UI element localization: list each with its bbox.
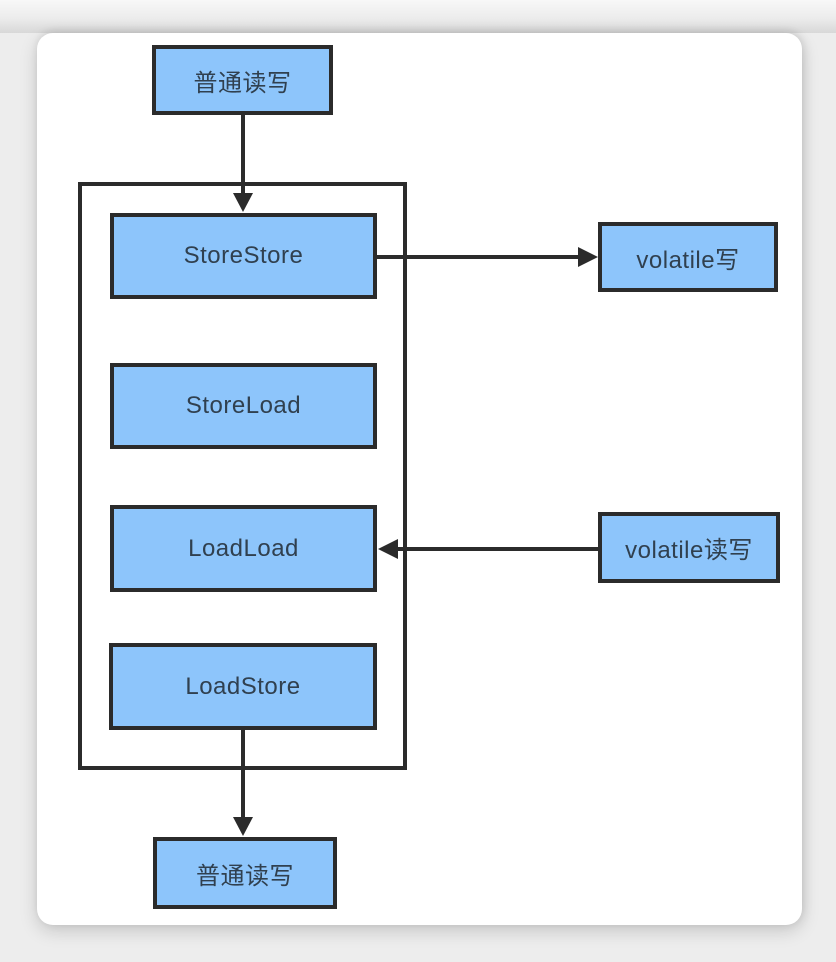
arrowhead-left-icon [378,539,398,559]
arrowhead-down-icon [233,193,253,212]
diagram-card [37,33,802,925]
node-label: LoadStore [185,672,301,700]
node-volatile-read-write: volatile读写 [598,512,780,583]
arrowhead-right-icon [578,247,598,267]
node-label: StoreStore [183,242,304,269]
node-normal-read-write-top: 普通读写 [152,45,333,115]
node-normal-read-write-bottom: 普通读写 [153,837,337,909]
node-label: volatile写 [636,246,740,274]
node-label: 普通读写 [193,69,292,97]
node-storeload-barrier: StoreLoad [110,363,377,449]
page-top-shade [0,0,836,33]
node-label: volatile读写 [625,537,753,564]
barrier-group-box [78,182,407,770]
node-loadstore-barrier: LoadStore [109,643,377,730]
node-label: 普通读写 [196,862,294,890]
node-label: LoadLoad [188,534,299,562]
node-storestore-barrier: StoreStore [110,213,377,299]
node-loadload-barrier: LoadLoad [110,505,377,592]
node-volatile-write: volatile写 [598,222,778,292]
node-label: StoreLoad [185,392,302,419]
arrowhead-down-icon [233,817,253,836]
